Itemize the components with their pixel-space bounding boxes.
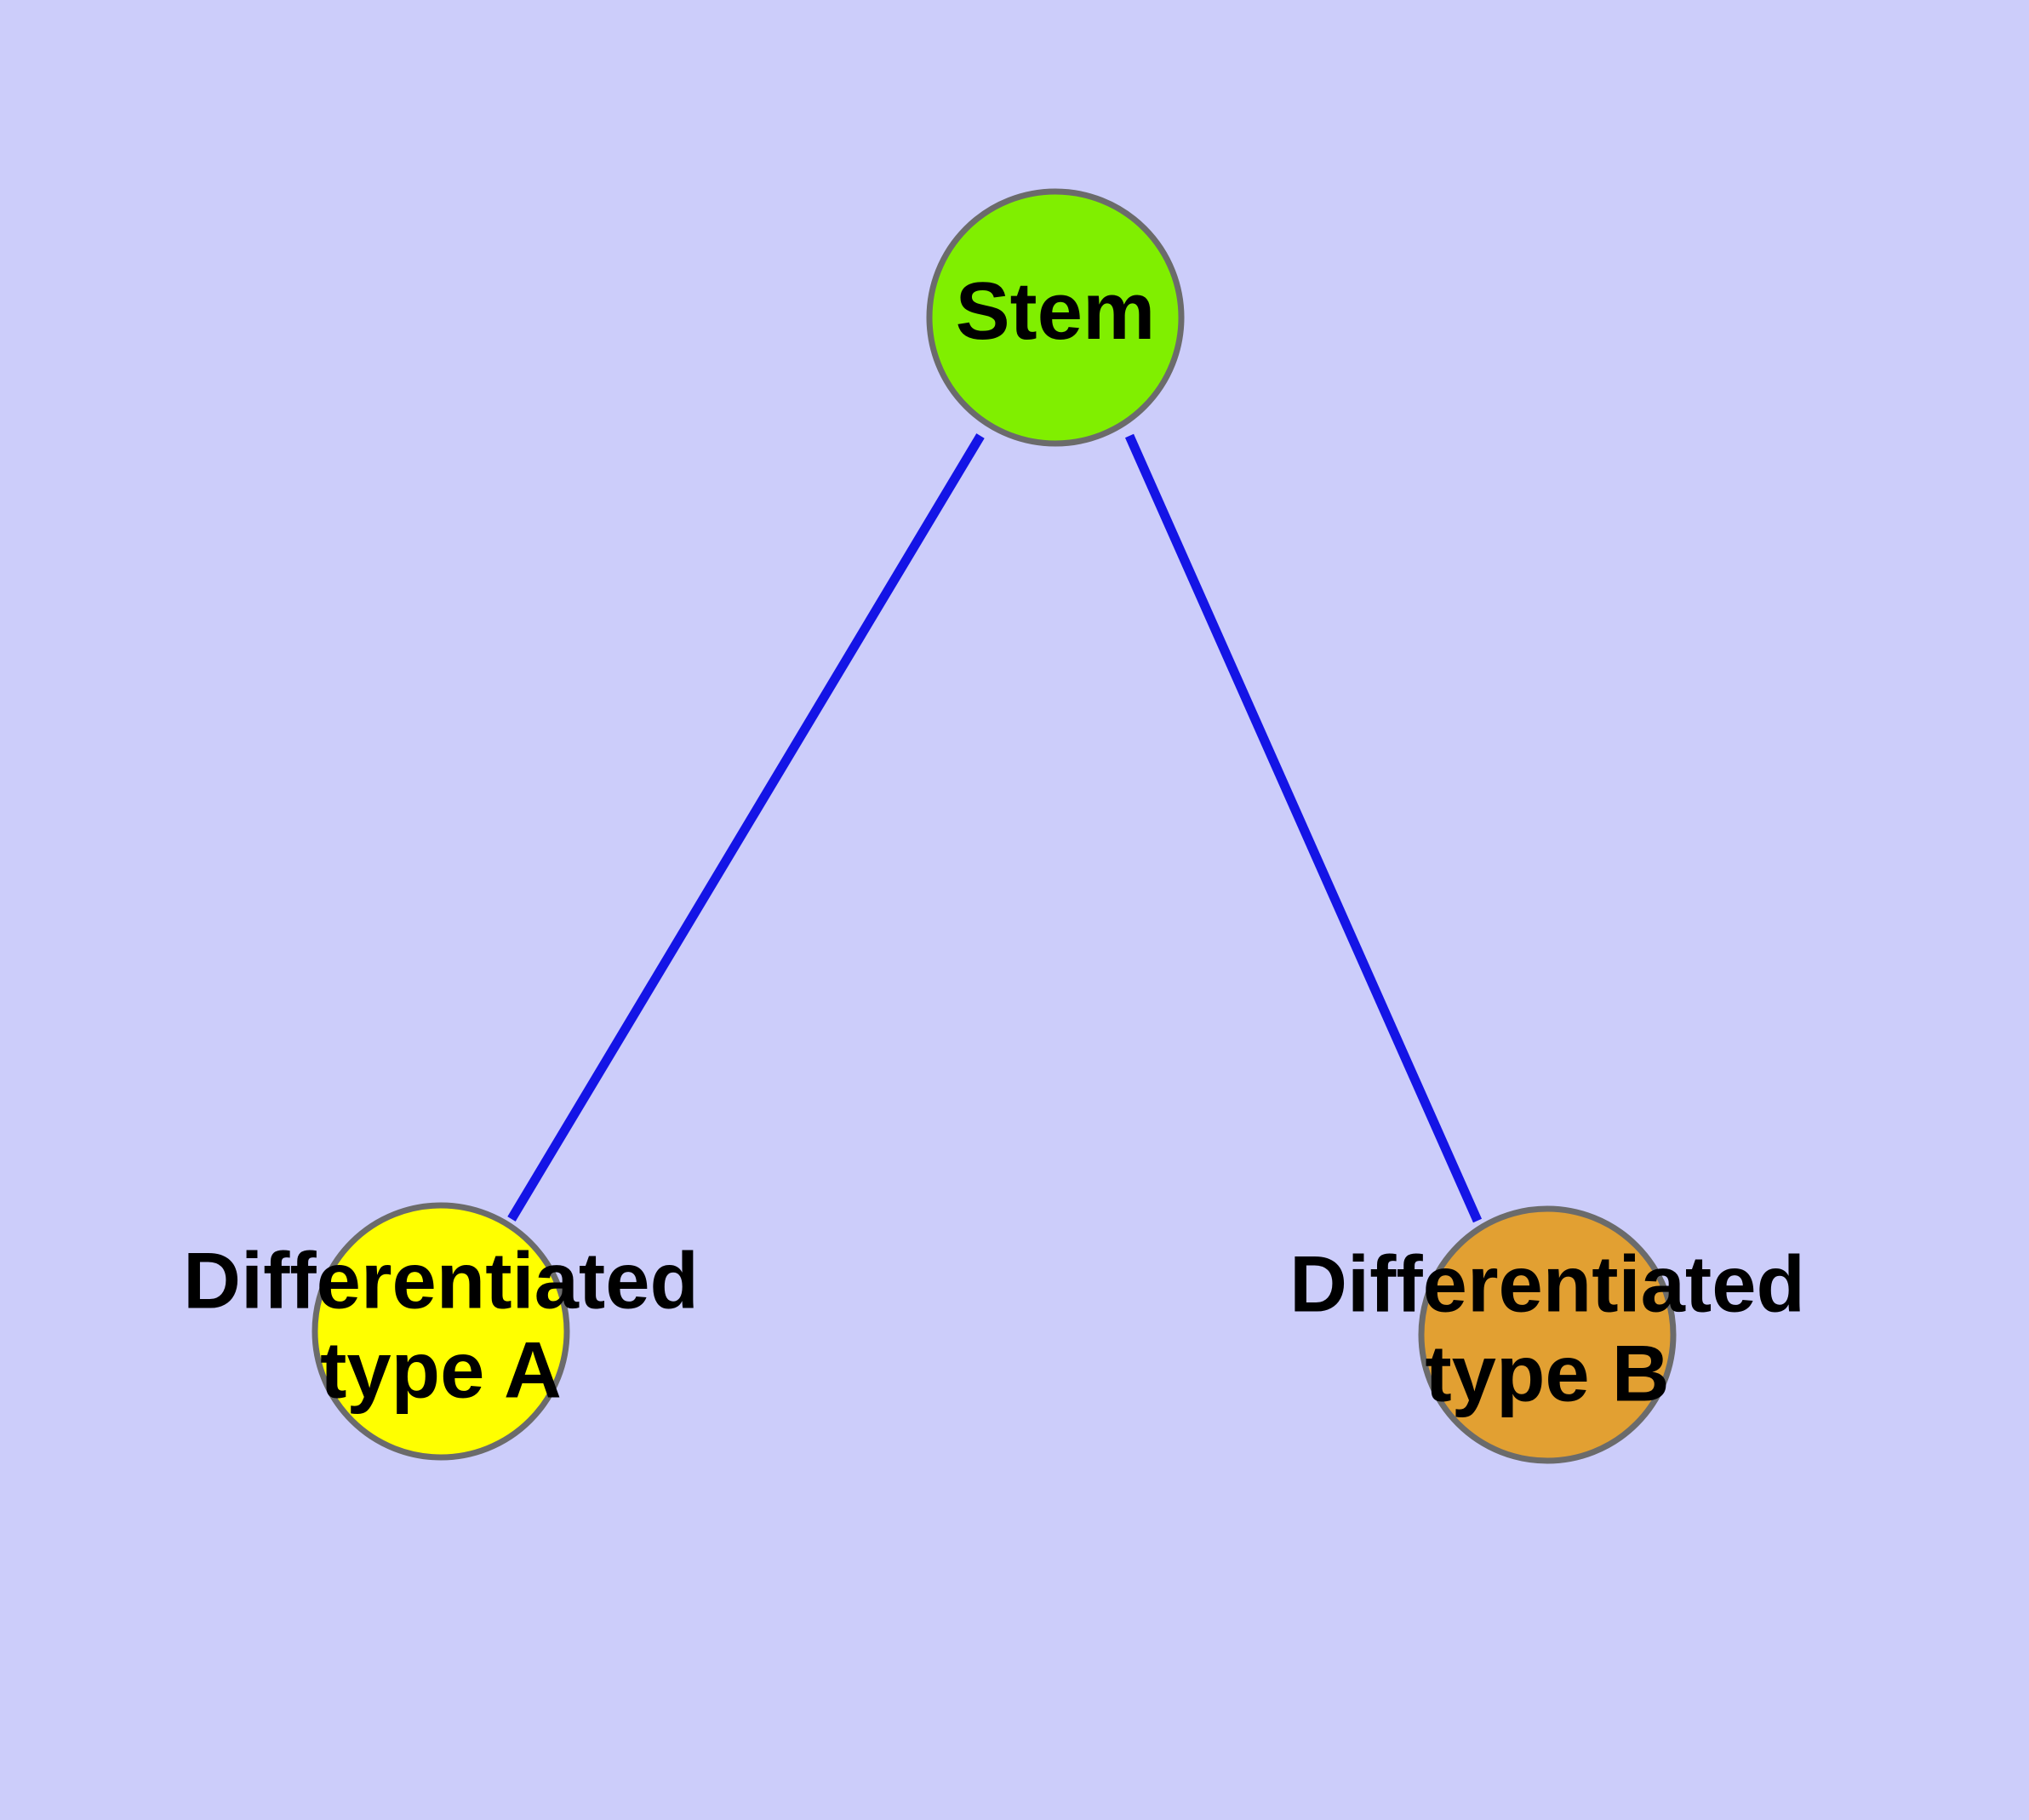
differentiated-type-a-node-circle[interactable]	[311, 1202, 570, 1461]
edge-stem-to-differentiated-type-b[interactable]	[1124, 433, 1483, 1223]
stem-node-circle[interactable]	[926, 188, 1185, 447]
differentiated-type-b-node-circle[interactable]	[1418, 1205, 1677, 1464]
node-stem[interactable]: Stem	[926, 188, 1185, 447]
edge-stem-to-differentiated-type-a[interactable]	[507, 433, 985, 1222]
edges-group	[507, 433, 1483, 1223]
stem-node-label: Stem	[956, 266, 1156, 357]
